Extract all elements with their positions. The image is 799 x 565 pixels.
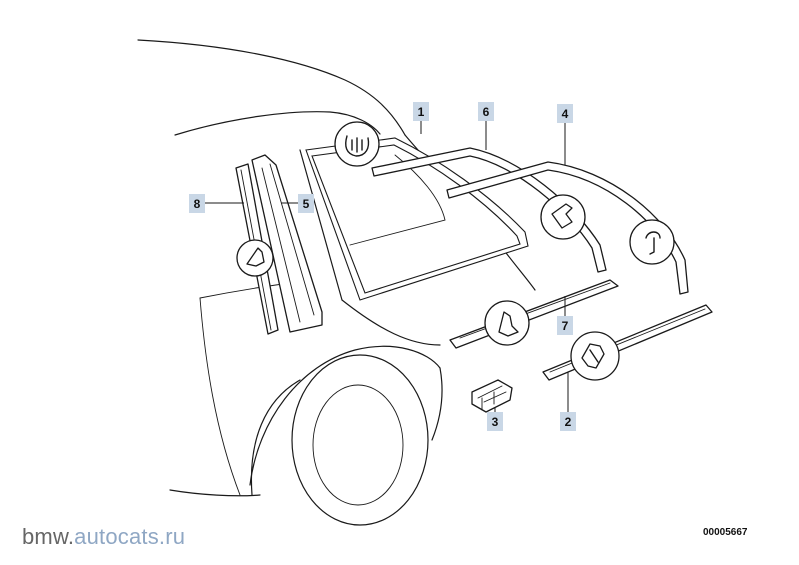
callout-6: 6 [478,102,494,150]
roof-moulding-strip-4 [446,161,689,295]
pillar-cover-5 [251,154,323,333]
callout-7: 7 [557,296,573,335]
detail-circle-strip-7 [484,300,530,346]
diagram-id: 00005667 [703,527,748,538]
svg-text:7: 7 [562,319,569,333]
rear-side-window-seal [305,137,529,301]
callout-5: 5 [281,194,314,213]
svg-text:8: 8 [194,197,201,211]
detail-circle-strip-4 [629,219,675,265]
svg-text:2: 2 [565,415,572,429]
svg-text:5: 5 [303,197,310,211]
detail-circle-window-seal [334,121,380,167]
callout-4: 4 [557,104,573,165]
svg-text:3: 3 [492,415,499,429]
callout-1: 1 [413,102,429,134]
callout-3: 3 [487,408,503,431]
callout-2: 2 [560,372,576,431]
svg-text:1: 1 [418,105,425,119]
watermark: bmw.autocats.ru [22,524,185,550]
svg-text:6: 6 [483,105,490,119]
window-guide-strip-6 [371,147,607,273]
svg-text:4: 4 [562,107,569,121]
callout-8: 8 [189,194,244,213]
clip-part-3 [471,379,513,413]
watermark-part-b: autocats.ru [74,524,186,549]
detail-circle-strip-6 [540,194,586,240]
car-body-outline [137,39,536,526]
watermark-part-a: bmw. [22,524,75,549]
detail-circle-pillar [236,239,274,277]
detail-circle-strip-2 [570,331,620,381]
